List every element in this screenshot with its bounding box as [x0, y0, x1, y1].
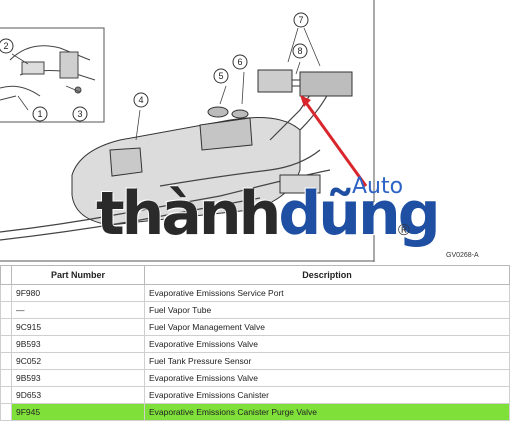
callout-8: 8	[297, 46, 303, 56]
table-row: 9C915 Fuel Vapor Management Valve	[0, 318, 510, 336]
description-cell: Evaporative Emissions Valve	[144, 335, 510, 353]
description-cell: Evaporative Emissions Canister	[144, 386, 510, 404]
part-number-cell: 9B593	[11, 335, 145, 353]
diagram: 1 2 3 4 5 6 7 8 GV0268-A Auto thànhdũng …	[0, 0, 479, 262]
description-cell: Fuel Tank Pressure Sensor	[144, 352, 510, 370]
table-row: 9D653 Evaporative Emissions Canister	[0, 386, 510, 404]
parts-table: Part Number Description 9F980 Evaporativ…	[0, 265, 510, 421]
watermark-auto: Auto	[352, 174, 404, 199]
part-number-cell: 9F980	[11, 284, 145, 302]
callout-4: 4	[138, 95, 144, 105]
callout-1: 1	[37, 109, 43, 119]
column-header-part-number: Part Number	[11, 265, 145, 285]
part-number-cell: 9D653	[11, 386, 145, 404]
registered-mark: ®	[398, 222, 410, 239]
callout-5: 5	[218, 71, 224, 81]
fuel-system-illustration	[0, 0, 375, 262]
item-cell	[0, 403, 12, 421]
table-row: 9F980 Evaporative Emissions Service Port	[0, 284, 510, 302]
description-cell: Fuel Vapor Management Valve	[144, 318, 510, 336]
watermark-brand-blue: dũng	[278, 179, 440, 249]
callout-7: 7	[298, 15, 304, 25]
part-number-cell: —	[11, 301, 145, 319]
callout-6: 6	[237, 57, 243, 67]
watermark-brand-dark: thành	[96, 179, 281, 249]
part-number-cell: 9F945	[11, 403, 145, 421]
description-cell: Evaporative Emissions Canister Purge Val…	[144, 403, 510, 421]
item-cell	[0, 369, 12, 387]
callout-3: 3	[77, 109, 83, 119]
part-number-cell: 9C052	[11, 352, 145, 370]
table-row-highlighted: 9F945 Evaporative Emissions Canister Pur…	[0, 403, 510, 421]
table-row: — Fuel Vapor Tube	[0, 301, 510, 319]
description-cell: Fuel Vapor Tube	[144, 301, 510, 319]
part-number-cell: 9C915	[11, 318, 145, 336]
watermark-brand: thànhdũng	[96, 184, 441, 244]
item-cell	[0, 284, 12, 302]
table-header-row: Part Number Description	[0, 265, 510, 285]
part-number-cell: 9B593	[11, 369, 145, 387]
item-cell	[0, 318, 12, 336]
table-row: 9B593 Evaporative Emissions Valve	[0, 335, 510, 353]
figure-id: GV0268-A	[446, 252, 479, 259]
item-cell	[0, 352, 12, 370]
description-cell: Evaporative Emissions Service Port	[144, 284, 510, 302]
table-row: 9B593 Evaporative Emissions Valve	[0, 369, 510, 387]
callout-2: 2	[3, 41, 9, 51]
item-cell	[0, 386, 12, 404]
table-row: 9C052 Fuel Tank Pressure Sensor	[0, 352, 510, 370]
description-cell: Evaporative Emissions Valve	[144, 369, 510, 387]
column-header-item	[0, 265, 12, 285]
watermark-logo: Auto thànhdũng ®	[96, 174, 441, 258]
item-cell	[0, 301, 12, 319]
item-cell	[0, 335, 12, 353]
column-header-description: Description	[144, 265, 510, 285]
